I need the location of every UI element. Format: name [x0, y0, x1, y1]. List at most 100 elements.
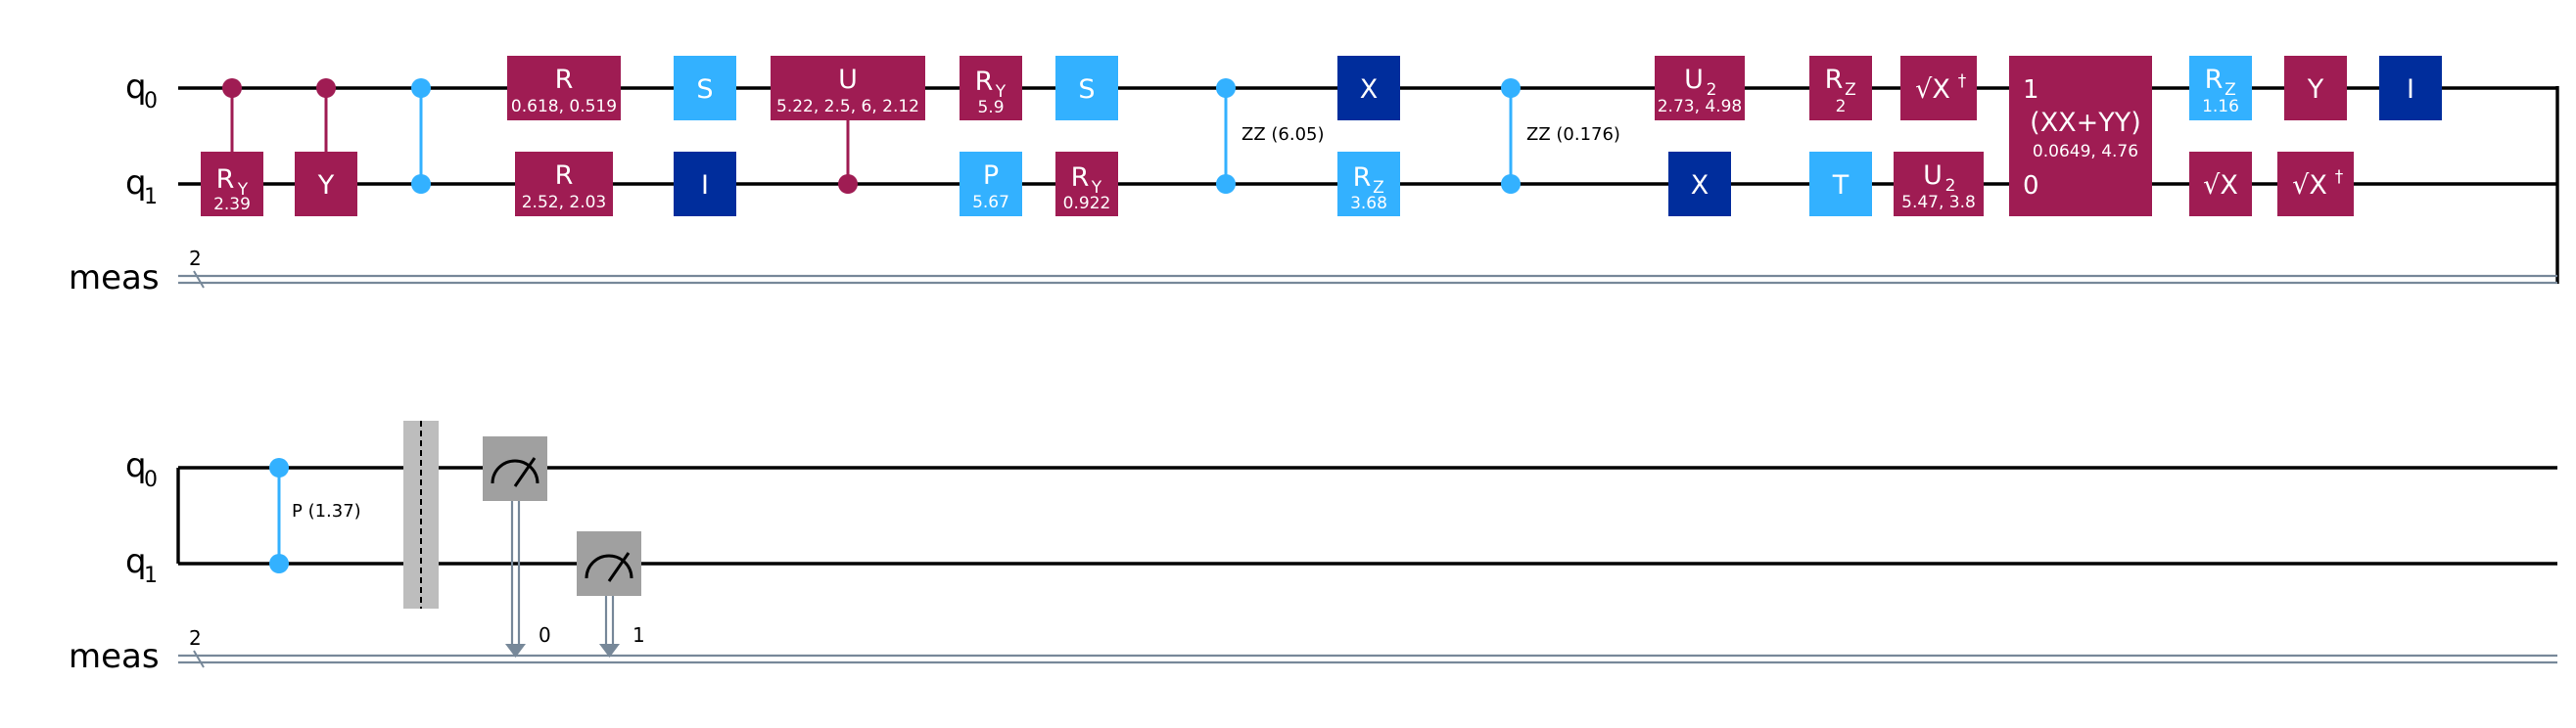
svg-text:R: R [1071, 162, 1090, 193]
svg-text:0.922: 0.922 [1063, 194, 1111, 213]
svg-text:2.73, 4.98: 2.73, 4.98 [1658, 97, 1743, 116]
measure-bit-1: 1 [632, 623, 645, 647]
rzz-gate-2[interactable]: ZZ (0.176) [1501, 78, 1620, 194]
ry-gate-q0[interactable]: R Y 5.9 [960, 56, 1022, 120]
svg-text:3.68: 3.68 [1350, 194, 1387, 213]
svg-text:(XX+YY): (XX+YY) [2030, 108, 2141, 138]
svg-text:R: R [555, 160, 574, 191]
cu-gate[interactable]: U 5.22, 2.5, 6, 2.12 [771, 56, 925, 194]
svg-text:Z: Z [1845, 80, 1856, 100]
rz-gate-1[interactable]: R Z 3.68 [1337, 152, 1400, 216]
svg-text:R: R [1353, 162, 1372, 193]
measure-q1[interactable]: 1 [577, 531, 645, 658]
svg-text:R: R [555, 65, 574, 95]
measure-bit-0: 0 [539, 623, 551, 647]
wire-label-meas-row2: meas [69, 637, 160, 676]
svg-text:Y: Y [237, 180, 249, 200]
xx-plus-yy-gate[interactable]: 1 0 (XX+YY) 0.0649, 4.76 [2009, 56, 2152, 216]
y-gate-2[interactable]: Y [2284, 56, 2347, 120]
svg-text:R: R [975, 67, 994, 97]
svg-text:R: R [1825, 65, 1844, 95]
svg-text:X: X [1360, 74, 1379, 105]
svg-text:ZZ (6.05): ZZ (6.05) [1241, 124, 1325, 145]
ry-gate-q1[interactable]: R Y 0.922 [1055, 152, 1118, 216]
u2-gate-q1[interactable]: U 2 5.47, 3.8 [1894, 152, 1984, 216]
svg-text:1: 1 [144, 564, 158, 588]
wire-label-q0: q 0 [125, 68, 158, 114]
svg-text:Y: Y [995, 82, 1007, 102]
s-gate-2[interactable]: S [1055, 56, 1118, 120]
svg-text:2: 2 [1836, 97, 1847, 116]
svg-text:5.47, 3.8: 5.47, 3.8 [1901, 193, 1976, 212]
svg-text:q: q [125, 446, 147, 485]
svg-text:I: I [2407, 74, 2414, 105]
wire-label-meas: meas [69, 258, 160, 297]
svg-text:5.67: 5.67 [972, 193, 1009, 212]
svg-text:Z: Z [1373, 178, 1384, 198]
s-gate[interactable]: S [674, 56, 736, 120]
i-gate-2[interactable]: I [2379, 56, 2442, 120]
x-gate-2[interactable]: X [1668, 152, 1731, 216]
i-gate[interactable]: I [674, 152, 736, 216]
svg-text:q: q [125, 542, 147, 581]
svg-text:√X: √X [2203, 170, 2238, 201]
svg-text:√X: √X [2292, 170, 2327, 201]
sx-gate[interactable]: √X [2189, 152, 2252, 216]
r-gate-q0[interactable]: R 0.618, 0.519 [507, 56, 621, 120]
u2-gate-q0[interactable]: U 2 2.73, 4.98 [1655, 56, 1745, 120]
svg-text:S: S [696, 74, 713, 105]
r-gate-q1[interactable]: R 2.52, 2.03 [515, 152, 613, 216]
svg-text:Y: Y [1091, 178, 1102, 198]
svg-text:P: P [983, 160, 999, 191]
svg-text:2: 2 [189, 626, 202, 650]
svg-text:S: S [1078, 74, 1095, 105]
svg-text:U: U [838, 65, 858, 95]
svg-text:†: † [2335, 167, 2344, 187]
svg-text:I: I [701, 170, 709, 201]
wire-label-q0-row2: q 0 [125, 446, 158, 492]
svg-text:1.16: 1.16 [2202, 97, 2239, 116]
svg-text:U: U [1684, 65, 1704, 95]
sxdg-gate-2[interactable]: √X † [2277, 152, 2354, 216]
classical-register-meas: 2 [178, 247, 2557, 289]
svg-text:1: 1 [144, 185, 158, 209]
cry-gate[interactable]: R Y 2.39 [201, 78, 263, 216]
svg-text:2: 2 [1707, 80, 1717, 100]
svg-text:0: 0 [2023, 171, 2039, 201]
wire-label-q1-row2: q 1 [125, 542, 158, 588]
svg-text:q: q [125, 68, 147, 107]
svg-text:0.618, 0.519: 0.618, 0.519 [511, 97, 617, 116]
svg-text:q: q [125, 163, 147, 203]
svg-text:Y: Y [317, 170, 335, 201]
cz-gate[interactable] [411, 78, 431, 194]
cp-gate[interactable]: P (1.37) [269, 458, 361, 573]
t-gate[interactable]: T [1809, 152, 1872, 216]
measure-q0[interactable]: 0 [483, 436, 551, 658]
p-gate-q1[interactable]: P 5.67 [960, 152, 1022, 216]
svg-text:2: 2 [189, 247, 202, 270]
wire-label-q1: q 1 [125, 163, 158, 209]
rzz-gate-1[interactable]: ZZ (6.05) [1216, 78, 1325, 194]
cy-gate[interactable]: Y [295, 78, 357, 216]
svg-text:R: R [2205, 65, 2224, 95]
svg-text:2.39: 2.39 [213, 195, 251, 214]
barrier [403, 421, 439, 609]
svg-text:†: † [1958, 71, 1967, 91]
svg-text:1: 1 [2023, 75, 2039, 105]
svg-text:5.22, 2.5, 6, 2.12: 5.22, 2.5, 6, 2.12 [776, 97, 919, 116]
svg-text:5.9: 5.9 [977, 98, 1004, 117]
svg-text:0: 0 [144, 89, 158, 114]
rz-gate-3[interactable]: R Z 1.16 [2189, 56, 2252, 120]
svg-text:R: R [216, 164, 235, 195]
svg-text:U: U [1923, 160, 1943, 191]
svg-text:2: 2 [1945, 176, 1956, 196]
svg-text:√X: √X [1915, 74, 1950, 105]
sxdg-gate-1[interactable]: √X † [1900, 56, 1977, 120]
x-gate-1[interactable]: X [1337, 56, 1400, 120]
svg-text:X: X [1691, 170, 1710, 201]
svg-text:ZZ (0.176): ZZ (0.176) [1526, 124, 1620, 145]
svg-text:P (1.37): P (1.37) [292, 501, 361, 522]
svg-text:0.0649, 4.76: 0.0649, 4.76 [2033, 142, 2138, 161]
rz-gate-2[interactable]: R Z 2 [1809, 56, 1872, 120]
